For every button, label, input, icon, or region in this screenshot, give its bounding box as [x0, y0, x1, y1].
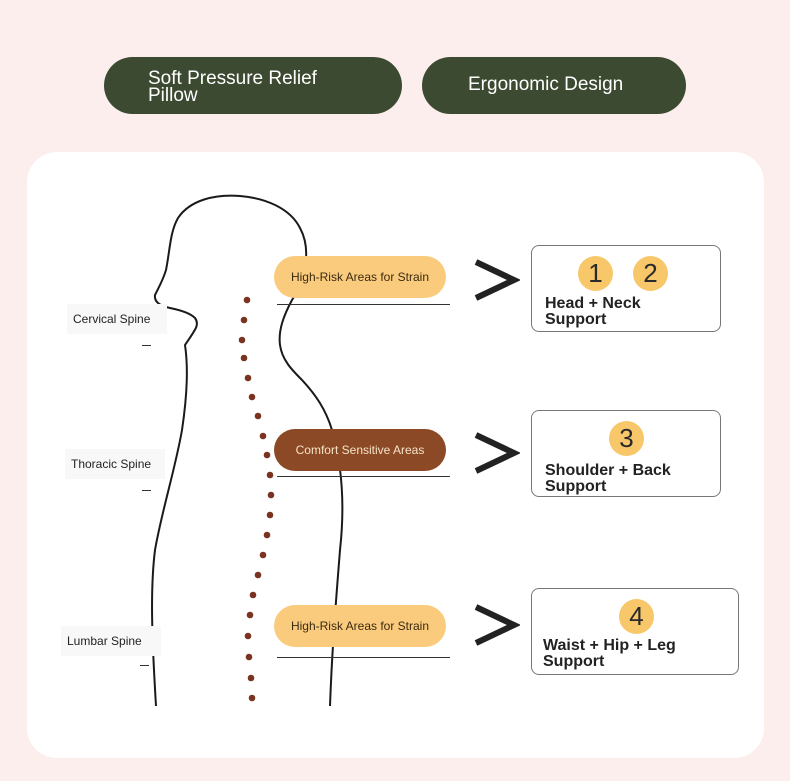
- chevron-right-icon: [474, 259, 520, 301]
- spine-dot: [243, 296, 251, 304]
- box-label: Shoulder + Back Support: [545, 462, 671, 495]
- chevron-right-icon: [474, 604, 520, 646]
- lumbar-dash: [140, 665, 149, 666]
- box-label: Head + Neck Support: [545, 295, 641, 328]
- number-badge: 2: [633, 256, 668, 291]
- spine-dot: [244, 632, 252, 640]
- tag-underline: [277, 657, 450, 658]
- spine-dot: [248, 694, 256, 702]
- spine-dot: [254, 412, 262, 420]
- shoulder-back-support-box: 3 Shoulder + Back Support: [531, 410, 721, 497]
- spine-dot: [249, 591, 257, 599]
- spine-dot: [248, 393, 256, 401]
- cervical-spine-label: Cervical Spine: [67, 304, 167, 334]
- spine-dot: [240, 354, 248, 362]
- spine-dot: [259, 432, 267, 440]
- number-badge: 4: [619, 599, 654, 634]
- tag-comfort-sensitive: Comfort Sensitive Areas: [274, 429, 446, 471]
- pill-label: Ergonomic Design: [468, 74, 624, 95]
- ergonomic-design-pill: Ergonomic Design: [422, 57, 686, 114]
- tag-high-risk-bottom: High-Risk Areas for Strain: [274, 605, 446, 647]
- spine-dot: [247, 674, 255, 682]
- spine-dot: [245, 653, 253, 661]
- thoracic-dash: [142, 490, 151, 491]
- spine-dot: [266, 471, 274, 479]
- spine-dot: [263, 531, 271, 539]
- spine-dot: [259, 551, 267, 559]
- head-neck-support-box: 1 2 Head + Neck Support: [531, 245, 721, 332]
- spine-dot: [263, 451, 271, 459]
- soft-pressure-relief-pillow-pill: Soft Pressure Relief Pillow: [104, 57, 402, 114]
- spine-dot: [246, 611, 254, 619]
- tag-high-risk-top: High-Risk Areas for Strain: [274, 256, 446, 298]
- number-badge: 3: [609, 421, 644, 456]
- spine-dot: [238, 336, 246, 344]
- spine-dot: [266, 511, 274, 519]
- chevron-right-icon: [474, 432, 520, 474]
- spine-dot: [267, 491, 275, 499]
- number-badge: 1: [578, 256, 613, 291]
- thoracic-spine-label: Thoracic Spine: [65, 449, 165, 479]
- cervical-dash: [142, 345, 151, 346]
- spine-dot: [244, 374, 252, 382]
- tag-underline: [277, 476, 450, 477]
- lumbar-spine-label: Lumbar Spine: [61, 626, 161, 656]
- pill-label: Soft Pressure Relief Pillow: [148, 68, 317, 106]
- waist-hip-leg-support-box: 4 Waist + Hip + Leg Support: [531, 588, 739, 675]
- spine-dot: [254, 571, 262, 579]
- tag-underline: [277, 304, 450, 305]
- box-label: Waist + Hip + Leg Support: [543, 637, 676, 670]
- spine-dots: [238, 296, 275, 702]
- spine-dot: [240, 316, 248, 324]
